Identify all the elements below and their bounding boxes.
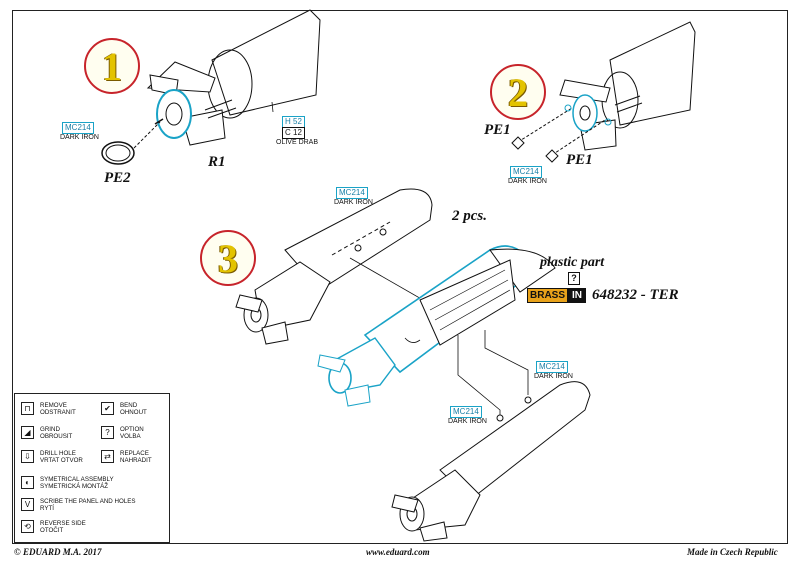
color-code-mc214: MC214 [510,166,542,178]
legend-text: OPTION VOLBA [120,426,144,440]
legend-text: REPLACE NAHRADIT [120,450,152,464]
step1-bomb-tail [146,9,321,146]
step-1-marker: 1 [84,38,140,94]
footer-origin: Made in Czech Republic [687,547,778,557]
option-mark: ? [568,272,580,285]
quantity-note: 2 pcs. [452,208,487,224]
grind-icon: ◢ [21,426,34,439]
part-label-r1: R1 [208,154,226,170]
legend-text: BEND OHNOUT [120,402,147,416]
legend-text: DRILL HOLE VRTAT OTVOR [40,450,83,464]
legend-item-bend: ✔ BEND OHNOUT [101,402,147,416]
color-name-dark-iron: DARK IRON [60,134,99,141]
part-label-pe1-b: PE1 [566,152,593,168]
legend-item-symmetrical: ◐ SYMETRICAL ASSEMBLY SYMETRICKÁ MONTÁŽ [21,476,114,490]
legend-item-drill-hole: ⇩ DRILL HOLE VRTAT OTVOR [21,450,83,464]
part-label-pe1-a: PE1 [484,122,511,138]
legend-item-option: ? OPTION VOLBA [101,426,144,440]
color-code-mc214: MC214 [450,406,482,418]
brassin-logo-a: BRASS [527,288,569,303]
legend-text: SCRIBE THE PANEL AND HOLES RYTÍ [40,498,136,512]
legend-item-replace: ⇄ REPLACE NAHRADIT [101,450,152,464]
step3-bomb-main [317,245,556,415]
bend-icon: ✔ [101,402,114,415]
legend-item-remove: ⊓ REMOVE ODSTRANIT [21,402,76,416]
drill-hole-icon: ⇩ [21,450,34,463]
step-3-marker: 3 [200,230,256,286]
legend-text: REMOVE ODSTRANIT [40,402,76,416]
color-name-dark-iron: DARK IRON [448,418,487,425]
color-code-mc214: MC214 [62,122,94,134]
part-label-pe2: PE2 [104,170,131,186]
footer-website: www.eduard.com [366,547,430,557]
footer-copyright: © EDUARD M.A. 2017 [14,547,102,557]
legend-item-reverse: ⟲ REVERSE SIDE OTOČIT [21,520,86,534]
step3-bomb-upper [235,188,459,345]
legend-item-scribe: V SCRIBE THE PANEL AND HOLES RYTÍ [21,498,135,512]
color-name-dark-iron: DARK IRON [534,373,573,380]
plastic-part-note: plastic part [540,255,605,270]
color-code-c12: C 12 [282,127,305,139]
scribe-icon: V [21,498,34,511]
step3-bomb-lower [391,381,591,542]
brassin-set-code: 648232 - TER [592,287,679,303]
replace-icon: ⇄ [101,450,114,463]
brassin-logo-b: IN [568,288,587,303]
color-code-mc214: MC214 [536,361,568,373]
legend-text: SYMETRICAL ASSEMBLY SYMETRICKÁ MONTÁŽ [40,476,114,490]
pe2-part [101,118,164,165]
option-icon: ? [101,426,114,439]
legend-text: GRIND OBROUSIT [40,426,73,440]
legend-item-grind: ◢ GRIND OBROUSIT [21,426,72,440]
color-code-mc214: MC214 [336,187,368,199]
symmetrical-assembly-icon: ◐ [21,476,34,489]
sheet-frame [12,10,788,544]
symbol-legend: ⊓ REMOVE ODSTRANIT ✔ BEND OHNOUT ◢ GRIND OB… [14,393,170,543]
color-name-olive-drab: OLIVE DRAB [276,139,319,146]
remove-icon: ⊓ [21,402,34,415]
step-2-marker: 2 [490,64,546,120]
color-name-dark-iron: DARK IRON [334,199,373,206]
step2-bomb-tail [511,21,696,163]
color-name-dark-iron: DARK IRON [508,178,547,185]
legend-text: REVERSE SIDE OTOČIT [40,520,86,534]
reverse-side-icon: ⟲ [21,520,34,533]
